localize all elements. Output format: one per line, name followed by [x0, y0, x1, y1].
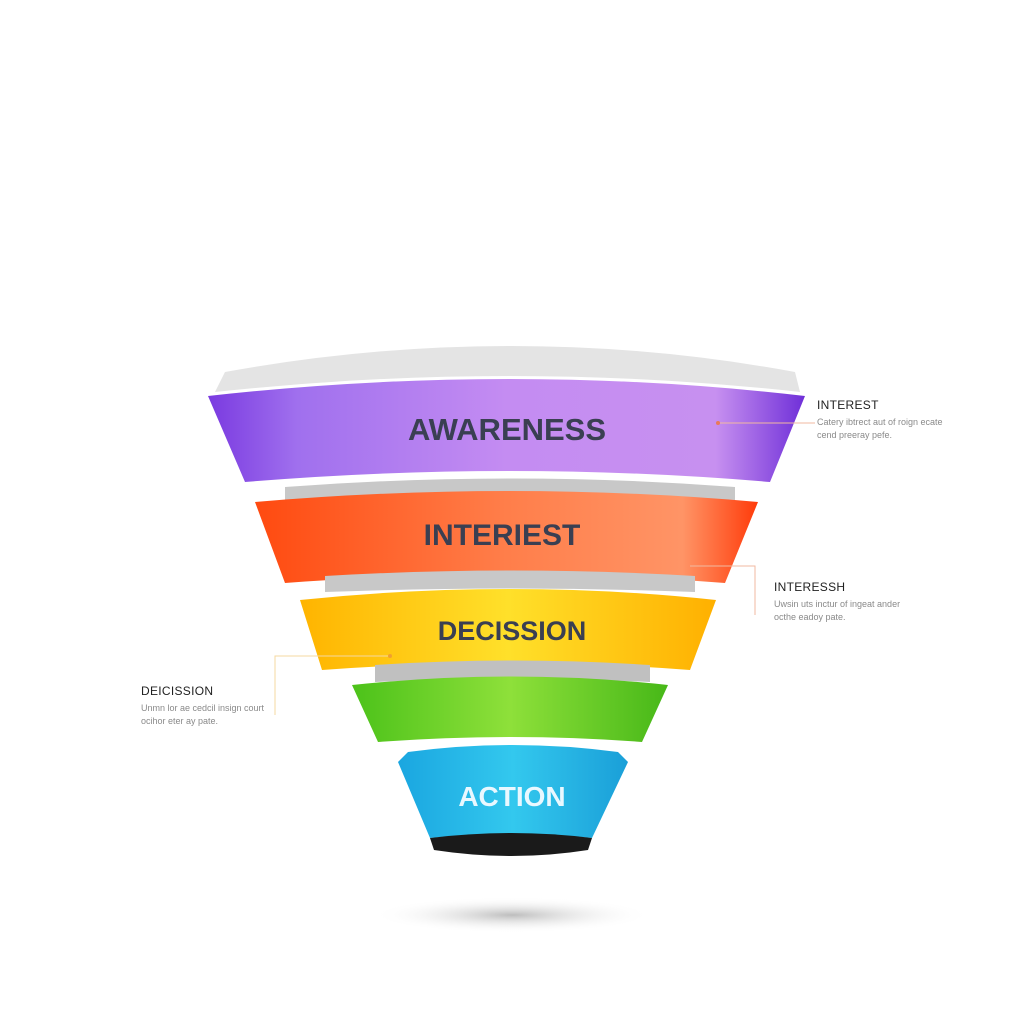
callout-description: Uwsin uts inctur of ingeat ander octhe e…: [774, 599, 901, 622]
callout-description: Catery ibtrect aut of roign ecate cend p…: [817, 417, 943, 440]
callout-title: INTEREST: [817, 398, 879, 412]
stage-awareness: [208, 379, 805, 482]
stage-label-action: ACTION: [458, 781, 565, 812]
stage-label-interest: INTERIEST: [424, 519, 581, 552]
callout-decission: DEICISSION Unmn lor ae cedcil insign cou…: [141, 684, 271, 728]
callout-interest: INTEREST Catery ibtrect aut of roign eca…: [817, 398, 947, 442]
callout-title: INTERESSH: [774, 580, 846, 594]
stage-action: [398, 745, 628, 856]
stage-decision: [300, 589, 716, 670]
callout-title: DEICISSION: [141, 684, 214, 698]
stage-green: [352, 676, 668, 742]
funnel-top-rim: [215, 346, 800, 392]
stage-label-awareness: AWARENESS: [408, 412, 606, 447]
callout-description: Unmn lor ae cedcil insign court ocihor e…: [141, 703, 265, 726]
connector-lines: [274, 421, 815, 715]
callout-interessh: INTERESSH Uwsin uts inctur of ingeat and…: [774, 580, 904, 624]
stage-interest: [255, 491, 758, 583]
stage-label-decision: DECISSION: [438, 616, 587, 646]
funnel-shadow: [372, 897, 652, 933]
